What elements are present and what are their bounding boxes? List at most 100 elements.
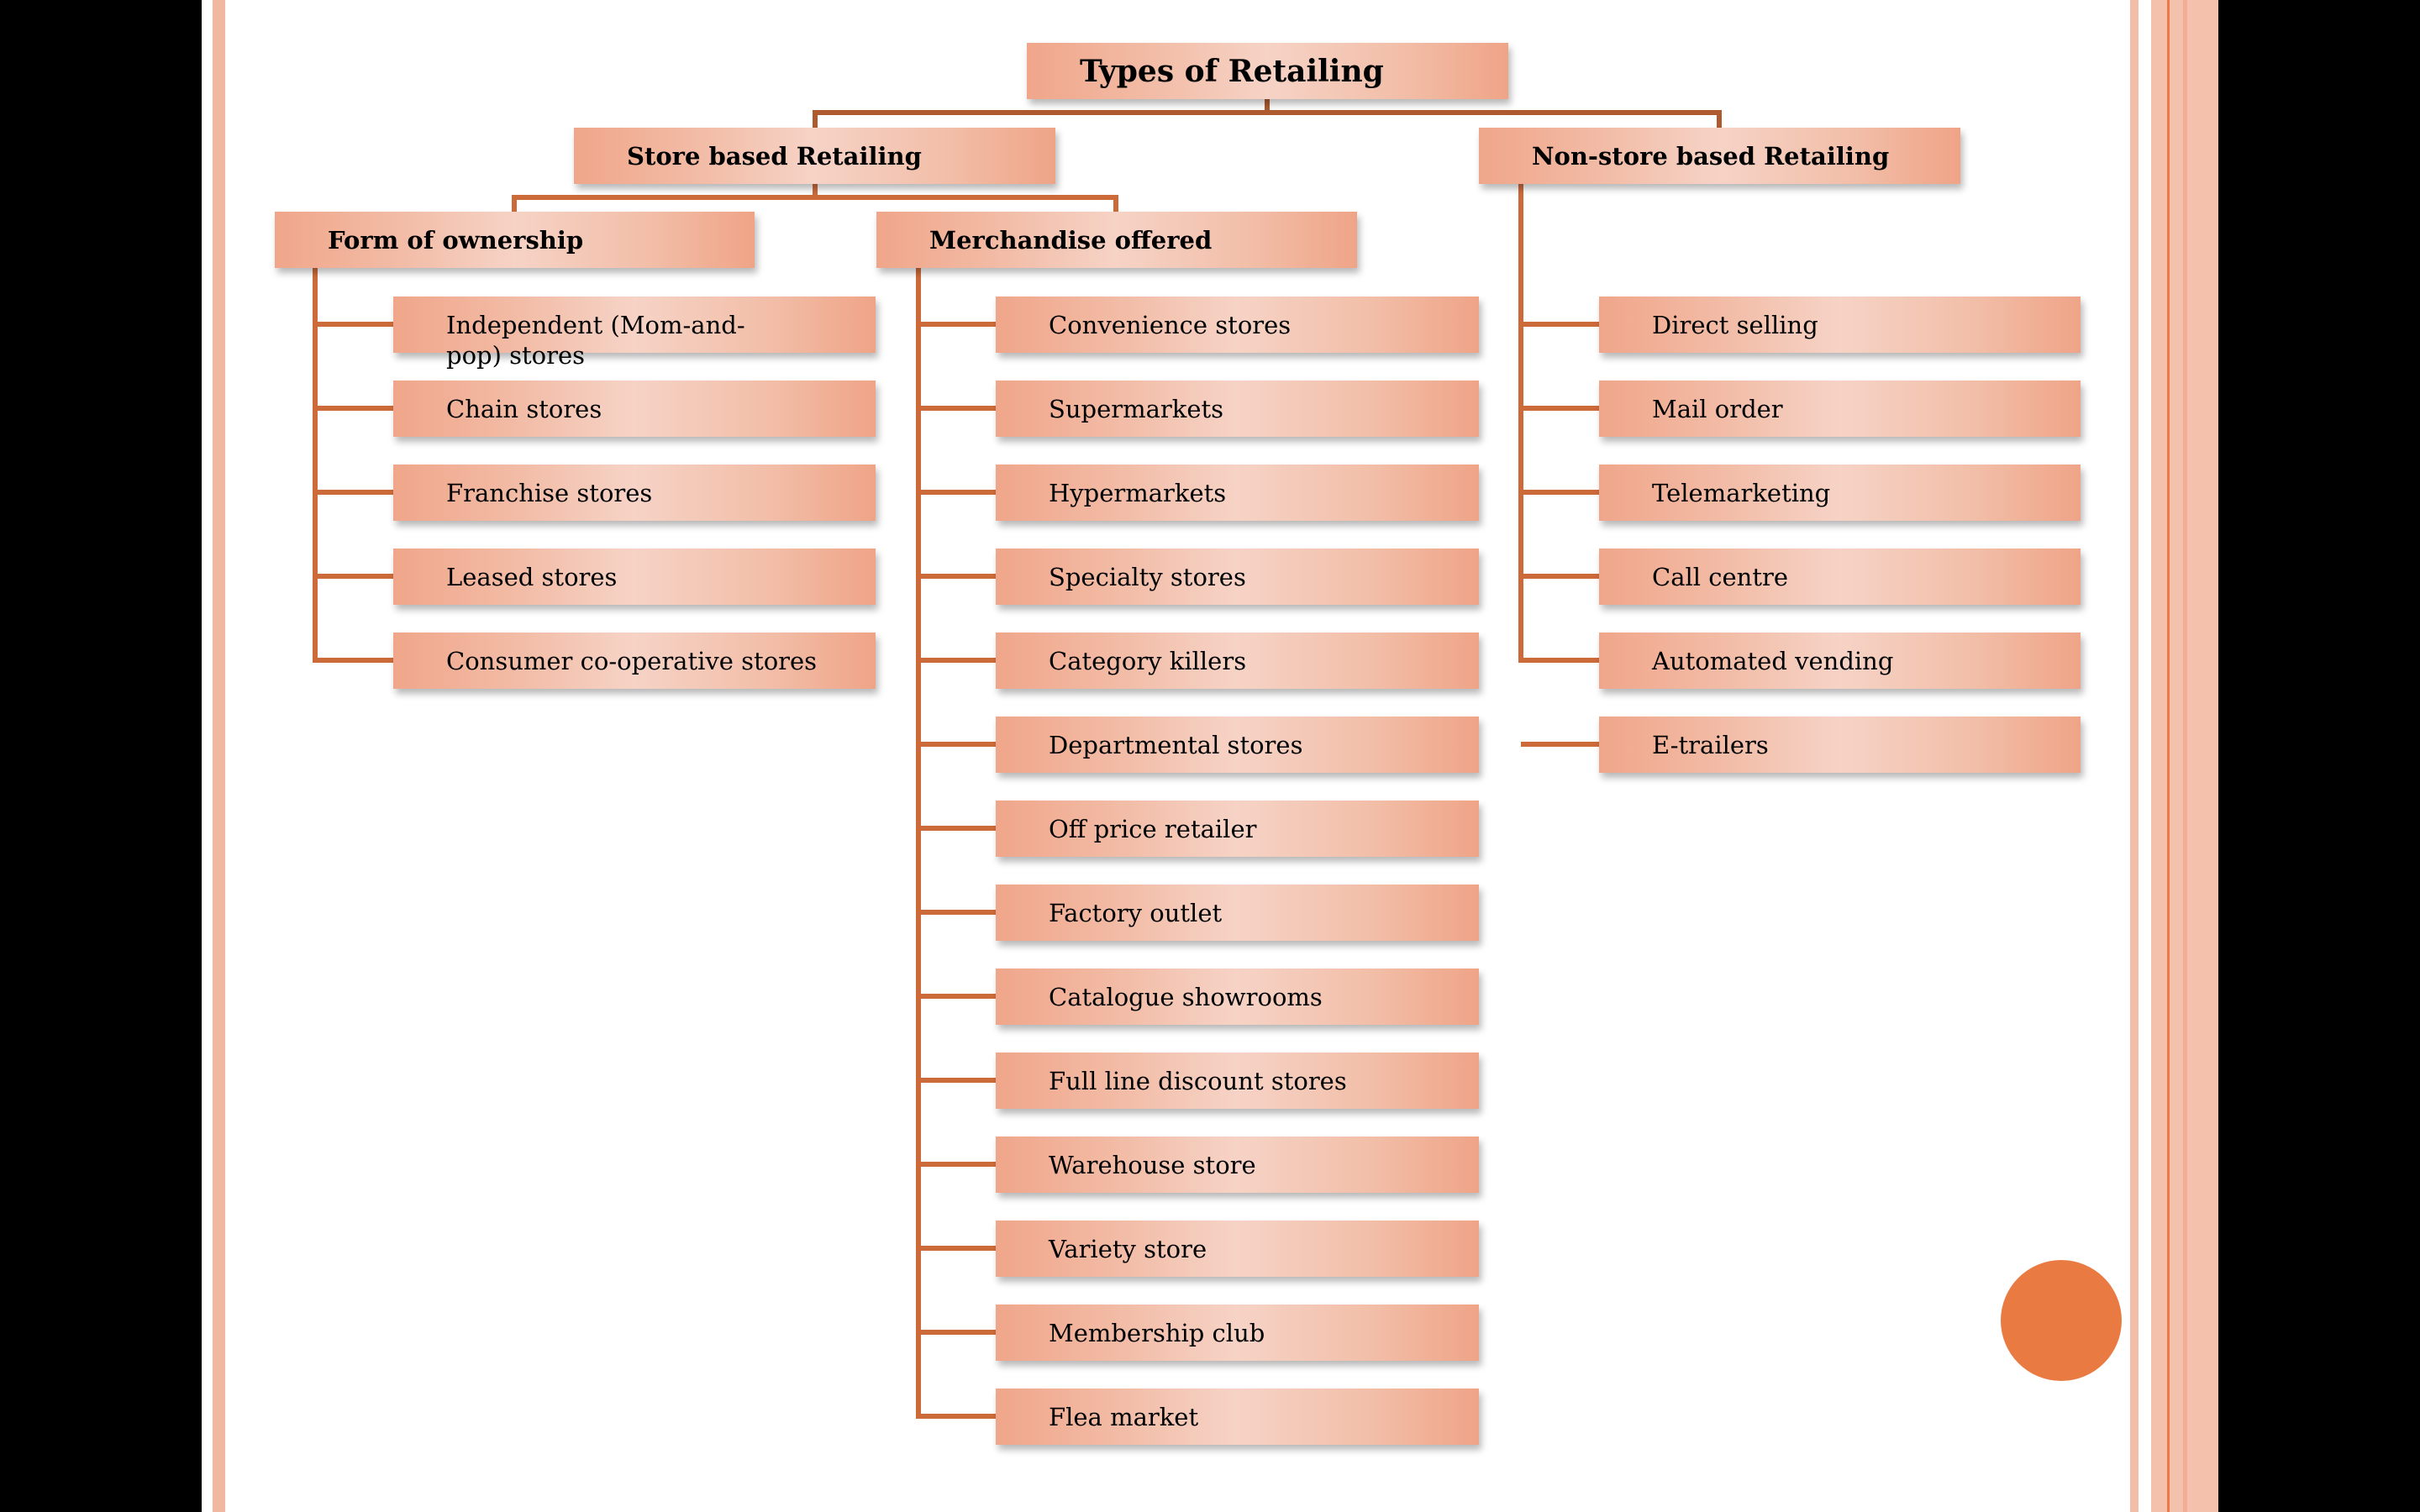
ownership-item: Chain stores [393, 381, 876, 437]
merchandise-connector-tick [918, 574, 996, 579]
item-label: Chain stores [446, 394, 602, 423]
left-border-stripe [213, 0, 225, 1512]
item-label: Direct selling [1652, 310, 1818, 339]
node-label: Non-store based Retailing [1532, 141, 1890, 171]
merchandise-item: Membership club [996, 1305, 1479, 1361]
root-node-label: Types of Retailing [1080, 53, 1384, 89]
connector-root-vertical [1265, 99, 1270, 115]
merchandise-item: Warehouse store [996, 1137, 1479, 1193]
node-form-of-ownership: Form of ownership [275, 212, 755, 268]
item-label: Leased stores [446, 562, 618, 591]
nonstore-item: Mail order [1599, 381, 2081, 437]
connector-merchandise-trunk [916, 267, 921, 1419]
node-non-store-based-retailing: Non-store based Retailing [1479, 128, 1960, 184]
item-label: Franchise stores [446, 478, 653, 507]
merchandise-item: Category killers [996, 633, 1479, 689]
node-merchandise-offered: Merchandise offered [876, 212, 1357, 268]
merchandise-item: Convenience stores [996, 297, 1479, 353]
merchandise-item: Off price retailer [996, 801, 1479, 857]
nonstore-item: Telemarketing [1599, 465, 2081, 521]
item-label: Factory outlet [1049, 898, 1223, 927]
item-label: Specialty stores [1049, 562, 1246, 591]
connector-root-horizontal [813, 110, 1722, 115]
node-store-based-retailing: Store based Retailing [574, 128, 1055, 184]
merchandise-connector-tick [918, 658, 996, 663]
connector-ownership-trunk [313, 267, 318, 663]
connector-root-left-drop [813, 110, 818, 128]
merchandise-connector-tick [918, 322, 996, 327]
connector-root-right-drop [1717, 110, 1722, 128]
ownership-connector-tick [315, 574, 393, 579]
merchandise-connector-tick [918, 490, 996, 495]
right-border-accent-line [2183, 0, 2187, 1512]
item-label: Supermarkets [1049, 394, 1224, 423]
right-border-orange-line [2167, 0, 2170, 1512]
nonstore-connector-tick [1521, 742, 1599, 747]
nonstore-connector-tick [1521, 490, 1599, 495]
item-label: Departmental stores [1049, 730, 1303, 759]
nonstore-item: Automated vending [1599, 633, 2081, 689]
ownership-item: Consumer co-operative stores [393, 633, 876, 689]
nonstore-item: Call centre [1599, 549, 2081, 605]
merchandise-connector-tick [918, 910, 996, 915]
ownership-item: Independent (Mom-and-pop) stores [393, 297, 876, 370]
item-label: Warehouse store [1049, 1150, 1256, 1179]
connector-store-vertical [813, 184, 818, 200]
item-label: Independent (Mom-and-pop) stores [446, 310, 745, 370]
merchandise-item: Flea market [996, 1389, 1479, 1445]
nonstore-item: Direct selling [1599, 297, 2081, 353]
merchandise-item: Factory outlet [996, 885, 1479, 941]
item-label: Consumer co-operative stores [446, 646, 818, 675]
merchandise-item: Full line discount stores [996, 1053, 1479, 1109]
merchandise-item: Specialty stores [996, 549, 1479, 605]
item-label: Telemarketing [1652, 478, 1831, 507]
ownership-item: Leased stores [393, 549, 876, 605]
merchandise-item: Hypermarkets [996, 465, 1479, 521]
merchandise-connector-tick [918, 1246, 996, 1251]
merchandise-connector-tick [918, 742, 996, 747]
connector-store-left-drop [512, 195, 517, 212]
merchandise-item: Departmental stores [996, 717, 1479, 773]
connector-store-horizontal [512, 195, 1118, 200]
nonstore-connector-tick [1521, 574, 1599, 579]
root-node-types-of-retailing: Types of Retailing [1027, 43, 1508, 99]
node-label: Merchandise offered [929, 225, 1213, 255]
item-label: Mail order [1652, 394, 1783, 423]
merchandise-item: Variety store [996, 1221, 1479, 1277]
item-label: Variety store [1049, 1234, 1207, 1263]
nonstore-connector-tick [1521, 322, 1599, 327]
ownership-item: Franchise stores [393, 465, 876, 521]
merchandise-connector-tick [918, 994, 996, 999]
item-label: Off price retailer [1049, 814, 1257, 843]
merchandise-connector-tick [918, 406, 996, 411]
item-label: Flea market [1049, 1402, 1199, 1431]
item-label: Membership club [1049, 1318, 1265, 1347]
merchandise-connector-tick [918, 1078, 996, 1083]
ownership-connector-tick [315, 322, 393, 327]
item-label: Full line discount stores [1049, 1066, 1347, 1095]
connector-store-right-drop [1113, 195, 1118, 212]
item-label: Call centre [1652, 562, 1789, 591]
node-label: Store based Retailing [627, 141, 922, 171]
connector-nonstore-trunk [1518, 184, 1523, 663]
item-label: Automated vending [1652, 646, 1894, 675]
node-label: Form of ownership [328, 225, 584, 255]
item-label: Catalogue showrooms [1049, 982, 1323, 1011]
ownership-connector-tick [315, 658, 393, 663]
merchandise-connector-tick [918, 1330, 996, 1335]
merchandise-connector-tick [918, 1162, 996, 1167]
merchandise-item: Supermarkets [996, 381, 1479, 437]
right-border-stripe-thin [2130, 0, 2139, 1512]
nonstore-connector-tick [1521, 406, 1599, 411]
item-label: Convenience stores [1049, 310, 1292, 339]
item-label: Category killers [1049, 646, 1247, 675]
nonstore-connector-tick [1521, 658, 1599, 663]
ownership-connector-tick [315, 406, 393, 411]
item-label: E-trailers [1652, 730, 1769, 759]
ownership-connector-tick [315, 490, 393, 495]
item-label: Hypermarkets [1049, 478, 1227, 507]
merchandise-connector-tick [918, 1414, 996, 1419]
merchandise-item: Catalogue showrooms [996, 969, 1479, 1025]
merchandise-connector-tick [918, 826, 996, 831]
nonstore-item: E-trailers [1599, 717, 2081, 773]
